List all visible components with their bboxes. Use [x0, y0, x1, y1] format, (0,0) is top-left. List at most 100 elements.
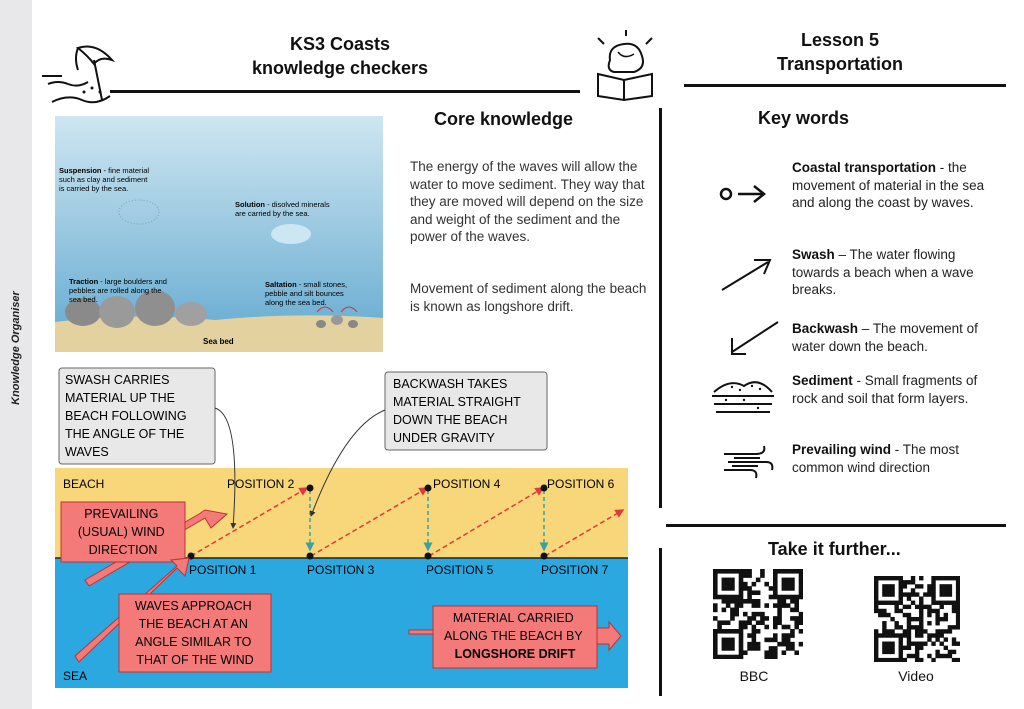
sea-label: SEA — [63, 669, 87, 683]
qr-module — [886, 612, 891, 618]
qr-module — [910, 616, 916, 622]
further-rule — [666, 524, 1006, 527]
qr-module — [790, 641, 795, 647]
qr-module — [773, 620, 778, 626]
qr-module — [721, 599, 727, 604]
backwash-callout-text: BACKWASH TAKES MATERIAL STRAIGHT DOWN TH… — [393, 377, 524, 445]
qr-module — [878, 608, 883, 614]
qr-module — [751, 599, 757, 604]
qr-module — [931, 633, 936, 638]
qr-module — [943, 592, 949, 597]
qr-module — [951, 600, 957, 605]
qr-module — [931, 584, 936, 589]
qr-module — [882, 608, 887, 614]
video-qr-code[interactable] — [874, 576, 960, 662]
qr-module — [721, 594, 727, 600]
qr-module — [755, 620, 761, 626]
qr-module — [760, 616, 765, 621]
qr-module — [890, 641, 895, 646]
sea-bed-label: Sea bed — [203, 337, 234, 346]
qr-module — [910, 580, 916, 585]
qr-module — [734, 629, 740, 634]
qr-module — [798, 594, 803, 600]
qr-module — [798, 581, 803, 587]
qr-module — [914, 604, 920, 610]
qr-module — [943, 616, 949, 622]
position-2-dot — [306, 484, 314, 492]
qr-module — [914, 641, 920, 646]
swash-arrow — [544, 509, 625, 557]
qr-module — [886, 657, 891, 662]
qr-module — [725, 646, 731, 651]
saltation-label-2: pebble and silt bounces — [265, 289, 344, 298]
qr-module — [768, 646, 774, 651]
swash-arrow — [428, 487, 545, 557]
qr-module — [943, 653, 949, 659]
qr-module — [777, 603, 782, 608]
beach-label: BEACH — [63, 477, 104, 491]
qr-module — [713, 650, 718, 656]
qr-module — [717, 629, 722, 634]
qr-module — [738, 594, 744, 600]
sediment-layers-icon — [712, 381, 774, 413]
qr-module — [798, 590, 803, 596]
qr-module — [751, 611, 757, 617]
qr-module — [751, 616, 757, 621]
qr-module — [886, 584, 891, 589]
qr-module — [760, 611, 765, 617]
qr-module — [878, 657, 883, 662]
qr-module — [798, 586, 803, 591]
sea-water — [55, 116, 383, 322]
qr-module — [939, 633, 944, 638]
qr-module — [886, 588, 891, 593]
qr-module — [794, 650, 800, 656]
qr-module — [943, 576, 949, 581]
qr-module — [874, 596, 879, 601]
qr-module — [743, 573, 748, 578]
qr-module — [910, 600, 916, 605]
qr-module — [794, 603, 800, 608]
qr-module — [721, 641, 727, 647]
qr-module — [923, 641, 928, 646]
qr-module — [923, 629, 928, 634]
bbc-qr-code[interactable] — [713, 569, 803, 659]
qr-module — [935, 576, 940, 581]
qr-module — [943, 588, 949, 593]
sidebar-label: Knowledge Organiser — [10, 291, 22, 405]
qr-module — [747, 641, 752, 647]
qr-module — [768, 654, 774, 659]
qr-module — [955, 621, 960, 626]
qr-module — [919, 584, 924, 589]
qr-module — [790, 586, 795, 591]
qr-module — [874, 641, 879, 646]
qr-module — [890, 629, 895, 634]
qr-module — [874, 637, 879, 642]
core-heading: Core knowledge — [434, 109, 574, 129]
qr-module — [955, 580, 960, 585]
position-6-dot — [540, 484, 548, 492]
qr-module — [935, 621, 940, 626]
qr-module — [906, 580, 912, 585]
qr-module — [738, 573, 744, 578]
qr-module — [910, 625, 916, 630]
qr-module — [713, 633, 718, 638]
qr-module — [747, 599, 752, 604]
qr-module — [935, 629, 940, 634]
position-4-label: POSITION 4 — [433, 477, 501, 491]
qr-module — [890, 576, 895, 581]
qr-module — [898, 653, 903, 659]
qr-module — [747, 646, 752, 651]
qr-module — [781, 637, 787, 643]
qr-module — [773, 581, 778, 587]
qr-module — [919, 657, 924, 662]
qr-module — [738, 603, 744, 608]
qr-module — [874, 600, 879, 605]
qr-module — [730, 594, 735, 600]
qr-module — [902, 633, 908, 638]
qr-module — [790, 577, 795, 583]
qr-module — [730, 599, 735, 604]
qr-module — [764, 616, 770, 621]
qr-module — [743, 599, 748, 604]
qr-module — [781, 586, 787, 591]
qr-module — [751, 581, 757, 587]
